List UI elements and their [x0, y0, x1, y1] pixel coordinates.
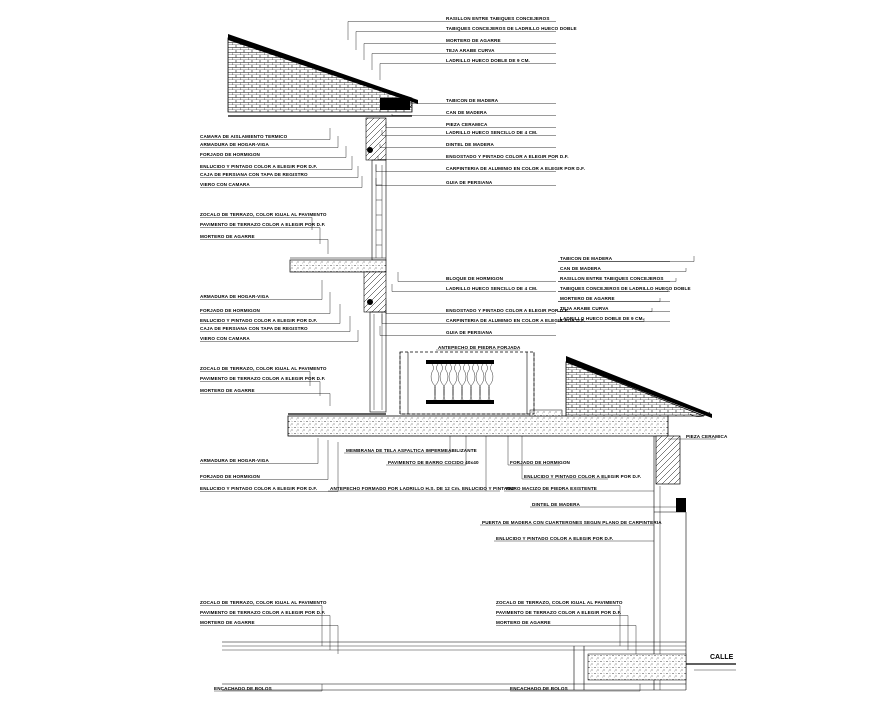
baluster [484, 363, 494, 401]
label-dintel-low: DINTEL DE MADERA [532, 502, 581, 507]
label-left-mid2-1: FORJADO DE HORMIGON [200, 308, 261, 313]
leader-lines [200, 21, 716, 692]
label-pieza-ceramica: PIEZA CERAMICA [686, 434, 728, 439]
label-ground-left-1: PAVIMENTO DE TERRAZO COLOR A ELEGIR POR … [200, 610, 325, 615]
middle-wall [363, 271, 387, 413]
label-left-low-0: ZOCALO DE TERRAZO, COLOR IGUAL AL PAVIME… [200, 366, 327, 371]
label-enlucido-low: ENLUCIDO Y PINTADO COLOR A ELEGIR POR D.… [524, 474, 641, 479]
label-membrane: MEMBRANA DE TELA ASFALTICA IMPERMEABILIZ… [346, 448, 477, 453]
label-right-mid-4: GUIA DE PERSIANA [446, 330, 493, 335]
baluster [448, 363, 458, 401]
label-right-mid-0: BLOQUE DE HORMIGON [446, 276, 504, 281]
label-left-top-3: ENLUCIDO Y PINTADO COLOR A ELEGIR POR D.… [200, 164, 317, 169]
baluster [457, 363, 467, 401]
label-encachado-right: ENCACHADO DE BOLOS [510, 686, 568, 691]
label-left-mid-1: PAVIMENTO DE TERRAZO COLOR A ELEGIR POR … [200, 222, 325, 227]
balustrade [399, 351, 535, 415]
label-right-top-3: TEJA ARABE CURVA [446, 48, 495, 53]
label-ground-left-0: ZOCALO DE TERRAZO, COLOR IGUAL AL PAVIME… [200, 600, 327, 605]
baluster [430, 363, 440, 401]
annotation-labels: RASILLON ENTRE TABIQUES CONCEJEROS TABIQU… [200, 16, 728, 691]
label-left-top-4: CAJA DE PERSIANA CON TAPA DE REGISTRO [200, 172, 308, 177]
label-right-top-9: DINTEL DE MADERA [446, 142, 495, 147]
label-left-low-1: PAVIMENTO DE TERRAZO COLOR A ELEGIR POR … [200, 376, 325, 381]
label-right-mid-3: CARPINTERIA DE ALUMINIO EN COLOR A ELEGI… [446, 318, 585, 323]
label-right-mid-2: ENGOSTADO Y PINTADO COLOR A ELEGIR POR D… [446, 308, 569, 313]
label-enlucido-right: ENLUCIDO Y PINTADO COLOR A ELEGIR POR D.… [496, 536, 613, 541]
label-parapet: ANTEPECHO DE PIEDRA FORJADA [438, 345, 521, 350]
lower-roof [565, 356, 712, 418]
label-forjado-low: FORJADO DE HORMIGON [510, 460, 571, 465]
ground-floor-slab [222, 641, 687, 691]
label-antepecho: ANTEPECHO FORMADO POR LADRILLO H.S. DE 1… [330, 486, 515, 491]
label-right-top-12: GUIA DE PERSIANA [446, 180, 493, 185]
label-right-top-6: CAN DE MADERA [446, 110, 488, 115]
label-right-top-7: PIEZA CERAMICA [446, 122, 488, 127]
label-left-top-1: ARMADURA DE HOGAR-VIGA [200, 142, 270, 147]
label-left-mid2-4: VIERO CON CAMARA [200, 336, 250, 341]
label-left-low2-1: FORJADO DE HORMIGON [200, 474, 261, 479]
street-label: CALLE [710, 654, 734, 661]
label-left-mid2-0: ARMADURA DE HOGAR-VIGA [200, 294, 270, 299]
label-right-top-4: LADRILLO HUECO DOBLE DE 9 CM. [446, 58, 530, 63]
baluster [475, 363, 485, 401]
upper-slab [289, 257, 387, 273]
label-left-top-2: FORJADO DE HORMIGON [200, 152, 261, 157]
label-right-top-10: ENGOSTADO Y PINTADO COLOR A ELEGIR POR D… [446, 154, 569, 159]
label-left-low-2: MORTERO DE AGARRE [200, 388, 255, 393]
label-left-mid-0: ZOCALO DE TERRAZO, COLOR IGUAL AL PAVIME… [200, 212, 327, 217]
label-right-roof2-6: LADRILLO HUECO DOBLE DE 9 CM. [560, 316, 644, 321]
label-left-top-5: VIERO CON CAMARA [200, 182, 250, 187]
upper-wall [365, 117, 387, 261]
baluster [466, 363, 476, 401]
label-encachado-left: ENCACHADO DE BOLOS [214, 686, 272, 691]
label-right-roof2-2: RASILLON ENTRE TABIQUES CONCEJEROS [560, 276, 664, 281]
label-right-mid-1: LADRILLO HUECO SENCILLO DE 4 CM. [446, 286, 538, 291]
label-right-top-5: TABICON DE MADERA [446, 98, 499, 103]
label-left-top-0: CAMARA DE AISLAMIENTO TERMICO [200, 134, 288, 139]
lower-wall [653, 435, 687, 690]
label-left-mid2-3: CAJA DE PERSIANA CON TAPA DE REGISTRO [200, 326, 308, 331]
label-right-roof2-5: TEJA ARABE CURVA [560, 306, 609, 311]
label-right-roof2-1: CAN DE MADERA [560, 266, 602, 271]
baluster [439, 363, 449, 401]
label-ground-right-2: MORTERO DE AGARRE [496, 620, 551, 625]
label-left-low2-2: ENLUCIDO Y PINTADO COLOR A ELEGIR POR D.… [200, 486, 317, 491]
upper-roof [227, 34, 418, 117]
street-pavement [686, 663, 736, 671]
label-right-roof2-0: TABICON DE MADERA [560, 256, 613, 261]
label-muro: MURO MACIZO DE PIEDRA EXISTENTE [506, 486, 597, 491]
label-puerta: PUERTA DE MADERA CON CUARTERONES SEGUN P… [482, 520, 662, 525]
label-right-top-8: LADRILLO HUECO SENCILLO DE 4 CM. [446, 130, 538, 135]
label-left-mid2-2: ENLUCIDO Y PINTADO COLOR A ELEGIR POR D.… [200, 318, 317, 323]
label-left-low2-0: ARMADURA DE HOGAR-VIGA [200, 458, 270, 463]
label-right-roof2-3: TABIQUES CONCEJEROS DE LADRILLO HUECO DO… [560, 286, 691, 291]
label-right-roof2-4: MORTERO DE AGARRE [560, 296, 615, 301]
label-ground-left-2: MORTERO DE AGARRE [200, 620, 255, 625]
label-right-top-11: CARPINTERIA DE ALUMINIO EN COLOR A ELEGI… [446, 166, 585, 171]
label-barro: PAVIMENTO DE BARRO COCIDO 40x40 [388, 460, 479, 465]
label-left-mid-2: MORTERO DE AGARRE [200, 234, 255, 239]
label-right-top-0: RASILLON ENTRE TABIQUES CONCEJEROS [446, 16, 550, 21]
label-ground-right-1: PAVIMENTO DE TERRAZO COLOR A ELEGIR POR … [496, 610, 621, 615]
terrace-slab [287, 409, 669, 437]
label-right-top-1: TABIQUES CONCEJEROS DE LADRILLO HUECO DO… [446, 26, 577, 31]
label-right-top-2: MORTERO DE AGARRE [446, 38, 501, 43]
label-ground-right-0: ZOCALO DE TERRAZO, COLOR IGUAL AL PAVIME… [496, 600, 623, 605]
